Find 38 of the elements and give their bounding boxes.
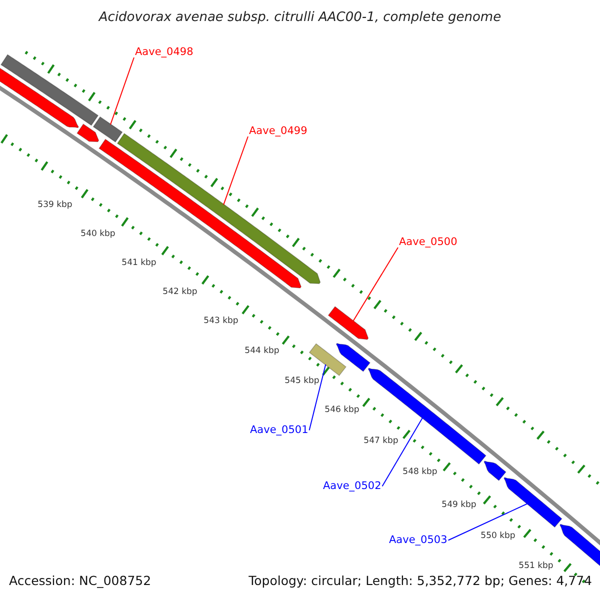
scale-label: 540 kbp <box>80 230 116 238</box>
scale-label: 544 kbp <box>244 347 280 356</box>
gene-bar <box>504 477 562 528</box>
gene-bar <box>0 54 99 126</box>
leader-line <box>223 136 248 206</box>
gene-label: Aave_0501 <box>250 425 308 436</box>
gene-label: Aave_0498 <box>135 47 194 58</box>
gene-bar <box>328 306 369 340</box>
gene-bar <box>92 116 123 143</box>
scale-label: 545 kbp <box>284 377 320 386</box>
gene-label: Aave_0500 <box>399 237 458 248</box>
scale-label: 546 kbp <box>324 406 360 414</box>
scale-label: 543 kbp <box>204 317 238 326</box>
genome-stats-text: Topology: circular; Length: 5,352,772 bp; Genes: 4,774 <box>248 575 592 588</box>
gene-label: Aave_0503 <box>389 535 448 546</box>
leader-line <box>110 57 134 126</box>
leader-line <box>448 503 528 541</box>
gene-bar <box>0 67 79 128</box>
leader-line <box>352 247 398 322</box>
scale-label: 542 kbp <box>162 288 198 296</box>
title: Acidovorax avenae subsp. citrulli AAC00-1, complete genome <box>98 11 502 24</box>
gene-bar <box>308 343 347 376</box>
scale-label: 541 kbp <box>122 259 156 268</box>
gene-bar <box>484 460 506 482</box>
leader-line <box>308 364 326 431</box>
accession-text: Accession: NC_008752 <box>9 575 152 588</box>
gene-label: Aave_0499 <box>249 126 308 136</box>
scale-label: 550 kbp <box>480 532 516 540</box>
scale-label: 547 kbp <box>364 437 398 446</box>
gene-label: Aave_0502 <box>323 481 382 492</box>
scale-label: 539 kbp <box>38 201 72 210</box>
gene-bar <box>98 138 302 288</box>
scale-label: 549 kbp <box>442 501 476 510</box>
leader-line <box>382 418 423 487</box>
gene-bar <box>76 124 100 142</box>
gene-bar <box>559 524 600 569</box>
gene-bar <box>336 342 371 372</box>
scale-label: 551 kbp <box>518 562 554 570</box>
